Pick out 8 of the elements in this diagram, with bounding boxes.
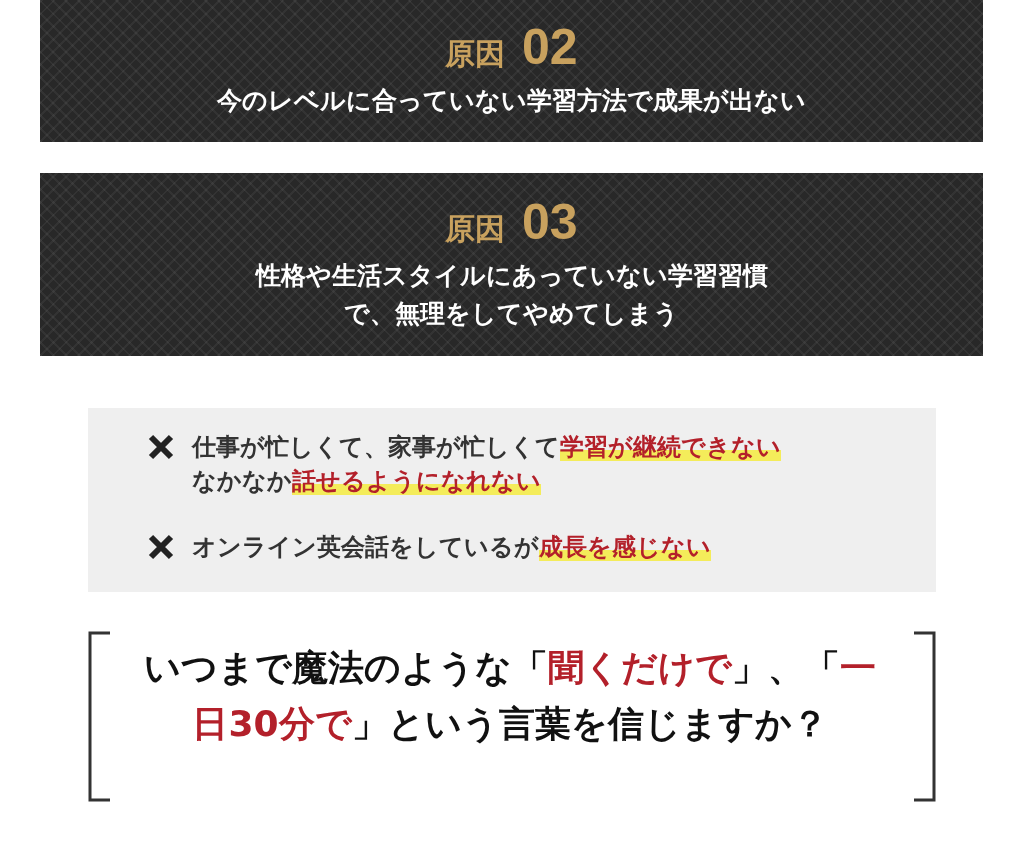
heading-banner bbox=[40, 173, 983, 356]
cause-text: 性格や生活スタイルにあっていない学習習慣で、無理をしてやめてしまう bbox=[254, 260, 769, 330]
cause-text: 今のレベルに合っていない学習方法で成果が出ない bbox=[216, 85, 807, 118]
question-text: いつまで魔法のような「聞くだけで」、「一日30分で」という言葉を信じますか？ bbox=[143, 646, 877, 746]
list-panel bbox=[88, 408, 936, 592]
cause-heading: 原因 02 bbox=[445, 22, 578, 73]
heading-banner bbox=[40, 0, 983, 142]
cause-heading: 原因 03 bbox=[445, 197, 578, 247]
